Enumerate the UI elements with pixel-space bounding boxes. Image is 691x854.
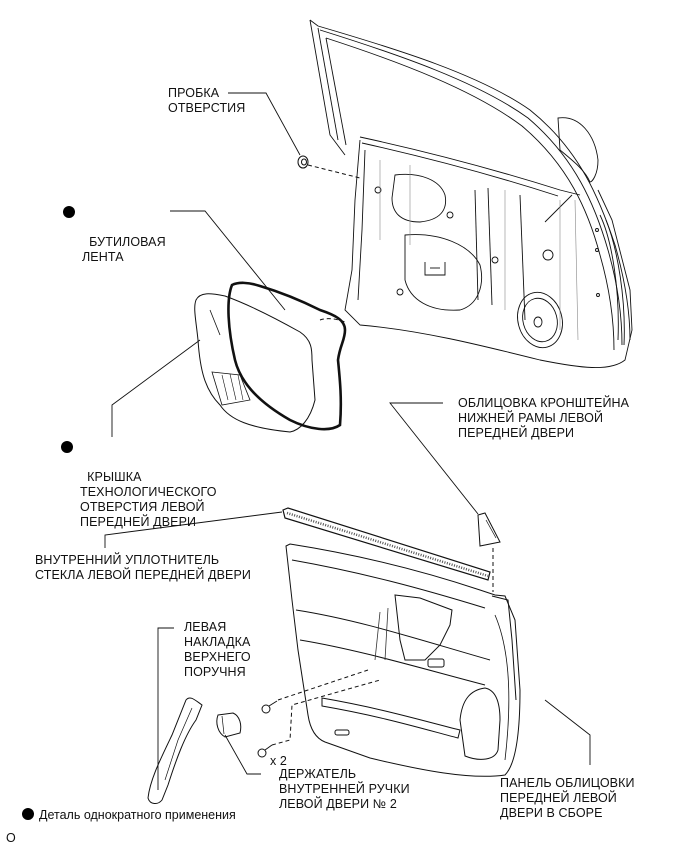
frame-bracket-garnish-part xyxy=(477,512,501,592)
label-armrest-upper-cover: ЛЕВАЯ НАКЛАДКА ВЕРХНЕГО ПОРУЧНЯ xyxy=(184,620,251,679)
non-reusable-legend-icon xyxy=(22,808,34,820)
armrest-upper-cover-part xyxy=(147,697,203,804)
footer-code: O xyxy=(6,831,16,845)
label-butyl-tape: БУТИЛОВАЯ ЛЕНТА xyxy=(82,235,166,264)
glass-inner-weatherstrip-part xyxy=(282,507,491,581)
butyl-tape-part xyxy=(227,281,347,431)
label-frame-bracket-garnish: ОБЛИЦОВКА КРОНШТЕЙНА НИЖНЕЙ РАМЫ ЛЕВОЙ П… xyxy=(458,396,630,440)
label-service-hole-cover-wrap: КРЫШКА ТЕХНОЛОГИЧЕСКОГО ОТВЕРСТИЯ ЛЕВОЙ … xyxy=(61,440,217,530)
service-hole-cover-part xyxy=(194,293,346,433)
screws-part xyxy=(257,669,381,758)
label-inside-handle-bezel: ДЕРЖАТЕЛЬ ВНУТРЕННЕЙ РУЧКИ ЛЕВОЙ ДВЕРИ №… xyxy=(279,767,410,811)
door-inner-panel xyxy=(309,19,633,368)
label-door-trim-board: ПАНЕЛЬ ОБЛИЦОВКИ ПЕРЕДНЕЙ ЛЕВОЙ ДВЕРИ В … xyxy=(500,776,635,820)
non-reusable-bullet-icon xyxy=(61,441,73,453)
label-glass-inner-weatherstrip: ВНУТРЕННИЙ УПЛОТНИТЕЛЬ СТЕКЛА ЛЕВОЙ ПЕРЕ… xyxy=(35,553,251,582)
legend-text: Деталь однократного применения xyxy=(39,808,236,822)
door-trim-board-part xyxy=(285,543,521,777)
label-service-hole-cover: КРЫШКА ТЕХНОЛОГИЧЕСКОГО ОТВЕРСТИЯ ЛЕВОЙ … xyxy=(80,470,217,529)
leader-lines xyxy=(104,92,591,790)
non-reusable-bullet-icon xyxy=(63,206,75,218)
label-screw-quantity: x 2 xyxy=(270,754,287,768)
inside-handle-bezel-part xyxy=(216,712,242,738)
hole-plug-part xyxy=(297,155,361,179)
legend: Деталь однократного применения xyxy=(22,808,236,823)
label-butyl-tape-wrap: БУТИЛОВАЯ ЛЕНТА xyxy=(63,205,166,265)
label-hole-plug: ПРОБКА ОТВЕРСТИЯ xyxy=(168,86,246,115)
